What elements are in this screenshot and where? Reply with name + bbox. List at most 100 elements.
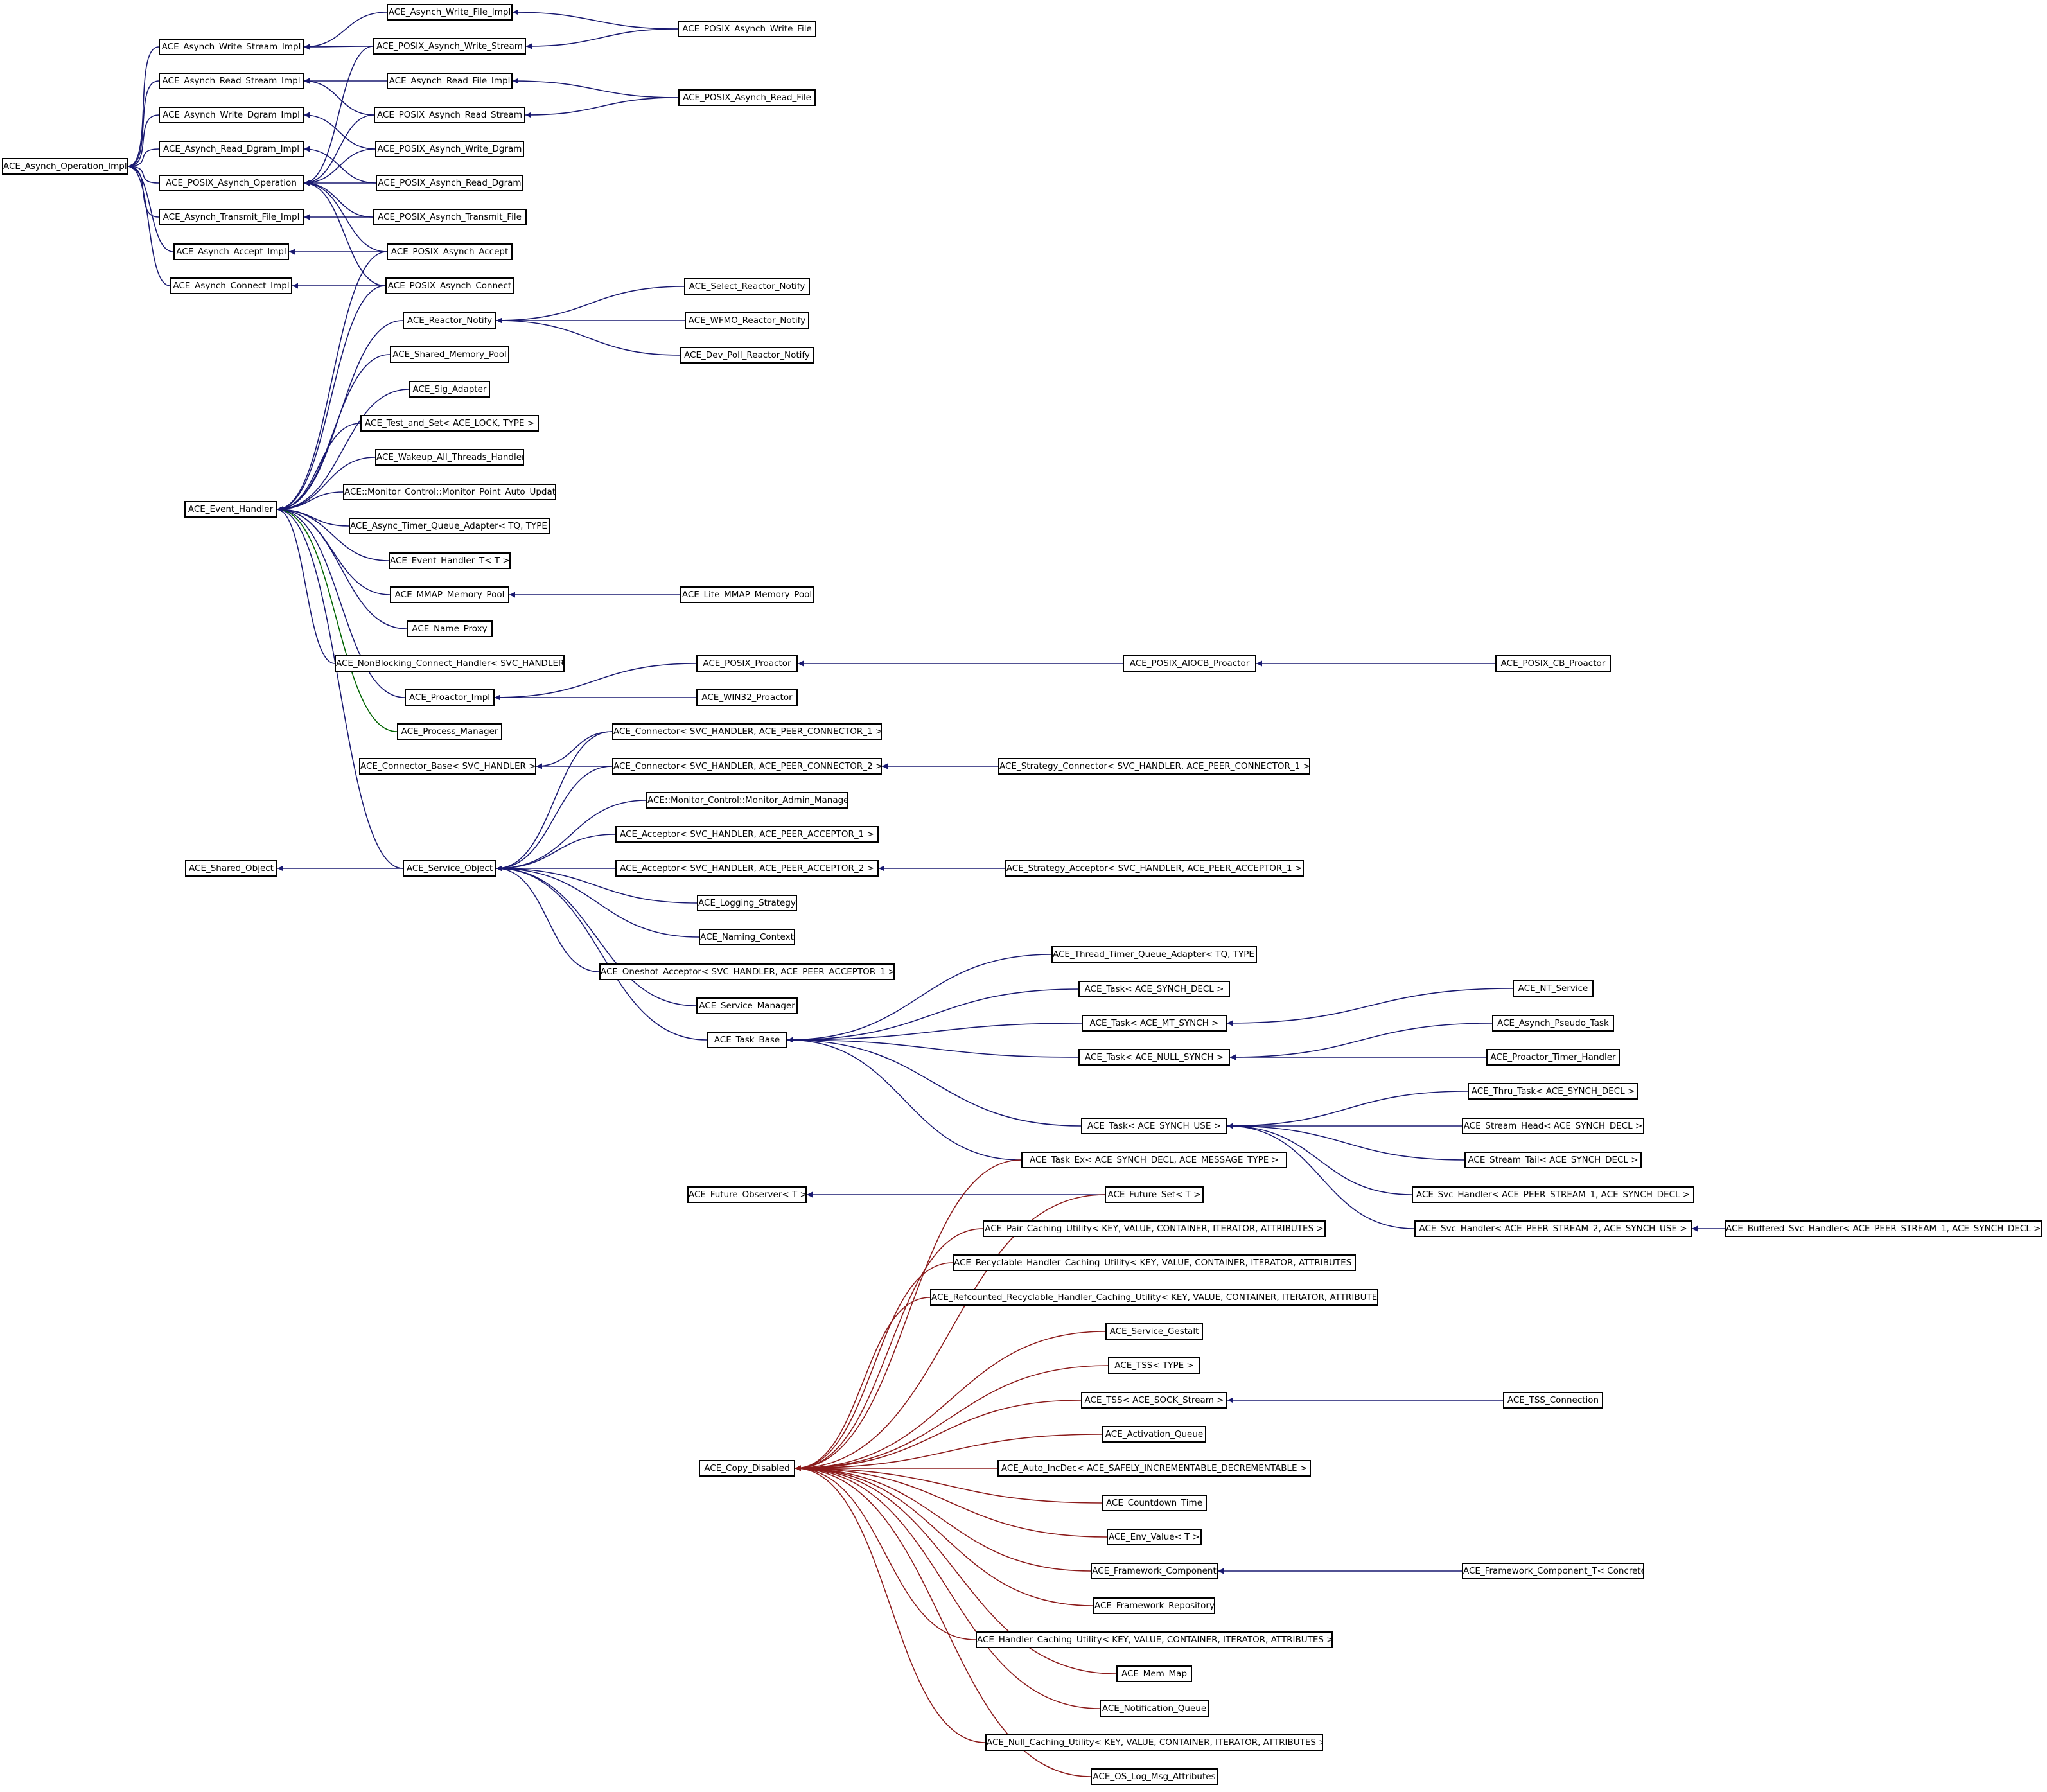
class-node-posix-asynch-read-file[interactable]: ACE_POSIX_Asynch_Read_File xyxy=(678,89,816,106)
class-node-task-null-synch[interactable]: ACE_Task< ACE_NULL_SYNCH > xyxy=(1078,1049,1230,1066)
class-node-activation-queue[interactable]: ACE_Activation_Queue xyxy=(1102,1426,1206,1443)
class-node-tss-sock-stream[interactable]: ACE_TSS< ACE_SOCK_Stream > xyxy=(1081,1392,1227,1409)
class-node-auto-incdec[interactable]: ACE_Auto_IncDec< ACE_SAFELY_INCREMENTABL… xyxy=(997,1460,1311,1477)
class-node-asynch-write-dgram-impl[interactable]: ACE_Asynch_Write_Dgram_Impl xyxy=(159,107,304,123)
class-node-asynch-read-dgram-impl[interactable]: ACE_Asynch_Read_Dgram_Impl xyxy=(159,141,304,157)
edge-thru_task-to-task_synch_use xyxy=(1227,1091,1468,1129)
class-node-posix-asynch-read-stream[interactable]: ACE_POSIX_Asynch_Read_Stream xyxy=(374,107,525,123)
class-node-connector-2[interactable]: ACE_Connector< SVC_HANDLER, ACE_PEER_CON… xyxy=(612,758,882,775)
class-node-connector-base[interactable]: ACE_Connector_Base< SVC_HANDLER > xyxy=(359,758,536,775)
class-node-pair-caching-utility[interactable]: ACE_Pair_Caching_Utility< KEY, VALUE, CO… xyxy=(983,1220,1326,1237)
class-node-select-reactor-notify[interactable]: ACE_Select_Reactor_Notify xyxy=(684,278,810,295)
class-node-naming-context[interactable]: ACE_Naming_Context xyxy=(699,929,795,945)
class-node-task-mt-synch[interactable]: ACE_Task< ACE_MT_SYNCH > xyxy=(1082,1015,1227,1032)
class-node-wakeup-all-threads-handler[interactable]: ACE_Wakeup_All_Threads_Handler xyxy=(375,449,524,466)
class-node-posix-asynch-write-file[interactable]: ACE_POSIX_Asynch_Write_File xyxy=(678,21,816,37)
class-node-oneshot-acceptor[interactable]: ACE_Oneshot_Acceptor< SVC_HANDLER, ACE_P… xyxy=(599,963,895,980)
class-node-countdown-time[interactable]: ACE_Countdown_Time xyxy=(1102,1495,1207,1511)
class-node-framework-component[interactable]: ACE_Framework_Component xyxy=(1091,1563,1218,1579)
class-node-thread-timer-queue-adapter[interactable]: ACE_Thread_Timer_Queue_Adapter< TQ, TYPE… xyxy=(1051,946,1257,963)
edge-naming_context-to-service_object xyxy=(496,865,699,938)
edge-posix_proactor-to-proactor_impl xyxy=(494,663,697,701)
class-node-wfmo-reactor-notify[interactable]: ACE_WFMO_Reactor_Notify xyxy=(685,312,809,329)
class-node-task-ex[interactable]: ACE_Task_Ex< ACE_SYNCH_DECL, ACE_MESSAGE… xyxy=(1021,1152,1287,1168)
class-node-asynch-read-file-impl[interactable]: ACE_Asynch_Read_File_Impl xyxy=(387,73,513,89)
class-node-env-value[interactable]: ACE_Env_Value< T > xyxy=(1107,1529,1202,1545)
class-node-recyclable-handler-caching-utility[interactable]: ACE_Recyclable_Handler_Caching_Utility< … xyxy=(953,1254,1356,1271)
class-node-logging-strategy[interactable]: ACE_Logging_Strategy xyxy=(697,895,797,911)
class-node-nt-service[interactable]: ACE_NT_Service xyxy=(1513,980,1594,997)
class-node-connector-1[interactable]: ACE_Connector< SVC_HANDLER, ACE_PEER_CON… xyxy=(612,723,882,740)
class-node-tss-connection[interactable]: ACE_TSS_Connection xyxy=(1503,1392,1603,1409)
class-node-posix-cb-proactor[interactable]: ACE_POSIX_CB_Proactor xyxy=(1495,655,1611,672)
class-node-monitor-admin-manager[interactable]: ACE::Monitor_Control::Monitor_Admin_Mana… xyxy=(646,792,848,809)
class-node-service-gestalt[interactable]: ACE_Service_Gestalt xyxy=(1105,1323,1203,1340)
class-node-os-log-msg-attributes[interactable]: ACE_OS_Log_Msg_Attributes xyxy=(1091,1768,1218,1785)
class-node-shared-memory-pool[interactable]: ACE_Shared_Memory_Pool xyxy=(390,346,509,363)
class-node-monitor-point-auto-updater[interactable]: ACE::Monitor_Control::Monitor_Point_Auto… xyxy=(343,484,556,500)
class-node-task-base[interactable]: ACE_Task_Base xyxy=(707,1032,787,1048)
class-node-stream-head[interactable]: ACE_Stream_Head< ACE_SYNCH_DECL > xyxy=(1462,1118,1644,1134)
edge-posix_asynch_write_file-to-posix_asynch_write_stream xyxy=(525,28,678,49)
class-node-framework-repository[interactable]: ACE_Framework_Repository xyxy=(1093,1597,1215,1614)
class-node-posix-aiocb-proactor[interactable]: ACE_POSIX_AIOCB_Proactor xyxy=(1123,655,1256,672)
class-node-win32-proactor[interactable]: ACE_WIN32_Proactor xyxy=(696,689,798,706)
class-node-event-handler[interactable]: ACE_Event_Handler xyxy=(184,501,277,518)
class-node-framework-component-t[interactable]: ACE_Framework_Component_T< Concrete > xyxy=(1462,1563,1644,1579)
class-node-proactor-timer-handler[interactable]: ACE_Proactor_Timer_Handler xyxy=(1486,1049,1620,1066)
class-node-thru-task[interactable]: ACE_Thru_Task< ACE_SYNCH_DECL > xyxy=(1468,1083,1638,1100)
class-node-buffered-svc-handler[interactable]: ACE_Buffered_Svc_Handler< ACE_PEER_STREA… xyxy=(1725,1220,2042,1237)
class-node-task-synch-decl[interactable]: ACE_Task< ACE_SYNCH_DECL > xyxy=(1078,981,1230,997)
class-node-asynch-pseudo-task[interactable]: ACE_Asynch_Pseudo_Task xyxy=(1492,1015,1614,1032)
class-node-posix-asynch-write-stream[interactable]: ACE_POSIX_Asynch_Write_Stream xyxy=(373,38,526,55)
class-node-notification-queue[interactable]: ACE_Notification_Queue xyxy=(1100,1700,1209,1717)
class-node-asynch-transmit-file-impl[interactable]: ACE_Asynch_Transmit_File_Impl xyxy=(159,209,304,225)
class-node-posix-proactor[interactable]: ACE_POSIX_Proactor xyxy=(696,655,798,672)
class-node-strategy-acceptor[interactable]: ACE_Strategy_Acceptor< SVC_HANDLER, ACE_… xyxy=(1005,860,1304,877)
edge-posix_asynch_connect-to-event_handler xyxy=(276,285,386,513)
class-node-asynch-write-stream-impl[interactable]: ACE_Asynch_Write_Stream_Impl xyxy=(159,39,304,55)
class-node-acceptor-1[interactable]: ACE_Acceptor< SVC_HANDLER, ACE_PEER_ACCE… xyxy=(615,826,879,843)
class-node-stream-tail[interactable]: ACE_Stream_Tail< ACE_SYNCH_DECL > xyxy=(1464,1152,1642,1168)
class-node-event-handler-t[interactable]: ACE_Event_Handler_T< T > xyxy=(389,552,511,569)
class-node-posix-asynch-write-dgram[interactable]: ACE_POSIX_Asynch_Write_Dgram xyxy=(375,141,524,157)
class-node-handler-caching-utility[interactable]: ACE_Handler_Caching_Utility< KEY, VALUE,… xyxy=(976,1631,1333,1648)
class-node-future-set[interactable]: ACE_Future_Set< T > xyxy=(1105,1186,1204,1203)
class-node-posix-asynch-operation[interactable]: ACE_POSIX_Asynch_Operation xyxy=(159,175,304,191)
class-node-posix-asynch-read-dgram[interactable]: ACE_POSIX_Asynch_Read_Dgram xyxy=(376,175,523,191)
class-node-acceptor-2[interactable]: ACE_Acceptor< SVC_HANDLER, ACE_PEER_ACCE… xyxy=(615,860,879,877)
class-node-lite-mmap-memory-pool[interactable]: ACE_Lite_MMAP_Memory_Pool xyxy=(680,586,814,603)
class-node-test-and-set[interactable]: ACE_Test_and_Set< ACE_LOCK, TYPE > xyxy=(360,415,539,432)
class-node-sig-adapter[interactable]: ACE_Sig_Adapter xyxy=(409,381,490,398)
class-node-service-manager[interactable]: ACE_Service_Manager xyxy=(696,997,798,1014)
class-node-asynch-connect-impl[interactable]: ACE_Asynch_Connect_Impl xyxy=(170,277,292,294)
class-node-proactor-impl[interactable]: ACE_Proactor_Impl xyxy=(405,689,495,706)
class-node-posix-asynch-transmit-file[interactable]: ACE_POSIX_Asynch_Transmit_File xyxy=(373,209,527,225)
class-node-asynch-operation-impl[interactable]: ACE_Asynch_Operation_Impl xyxy=(2,158,128,175)
class-node-nonblocking-connect-handler[interactable]: ACE_NonBlocking_Connect_Handler< SVC_HAN… xyxy=(335,655,565,672)
class-node-name-proxy[interactable]: ACE_Name_Proxy xyxy=(407,620,493,637)
class-node-reactor-notify[interactable]: ACE_Reactor_Notify xyxy=(403,312,496,329)
edge-recyclable_handler_caching_utility-to-copy_disabled xyxy=(795,1262,953,1471)
class-node-service-object[interactable]: ACE_Service_Object xyxy=(403,860,496,877)
class-node-future-observer[interactable]: ACE_Future_Observer< T > xyxy=(687,1186,807,1203)
class-node-svc-handler-1[interactable]: ACE_Svc_Handler< ACE_PEER_STREAM_1, ACE_… xyxy=(1412,1186,1694,1203)
class-node-asynch-read-stream-impl[interactable]: ACE_Asynch_Read_Stream_Impl xyxy=(159,73,304,89)
class-node-asynch-accept-impl[interactable]: ACE_Asynch_Accept_Impl xyxy=(173,243,289,260)
class-node-async-timer-queue-adapter[interactable]: ACE_Async_Timer_Queue_Adapter< TQ, TYPE … xyxy=(349,518,550,534)
class-node-null-caching-utility[interactable]: ACE_Null_Caching_Utility< KEY, VALUE, CO… xyxy=(985,1734,1323,1751)
class-node-asynch-write-file-impl[interactable]: ACE_Asynch_Write_File_Impl xyxy=(387,4,513,21)
class-node-refcounted-recyclable-handler-caching-utility[interactable]: ACE_Refcounted_Recyclable_Handler_Cachin… xyxy=(930,1289,1378,1306)
class-node-strategy-connector[interactable]: ACE_Strategy_Connector< SVC_HANDLER, ACE… xyxy=(998,758,1310,775)
class-node-mmap-memory-pool[interactable]: ACE_MMAP_Memory_Pool xyxy=(390,586,509,603)
class-node-posix-asynch-accept[interactable]: ACE_POSIX_Asynch_Accept xyxy=(387,243,513,260)
class-node-task-synch-use[interactable]: ACE_Task< ACE_SYNCH_USE > xyxy=(1081,1118,1227,1134)
class-node-posix-asynch-connect[interactable]: ACE_POSIX_Asynch_Connect xyxy=(385,277,514,294)
class-node-tss-type[interactable]: ACE_TSS< TYPE > xyxy=(1108,1357,1200,1374)
class-node-dev-poll-reactor-notify[interactable]: ACE_Dev_Poll_Reactor_Notify xyxy=(680,347,814,364)
class-node-mem-map[interactable]: ACE_Mem_Map xyxy=(1116,1665,1192,1682)
class-node-process-manager[interactable]: ACE_Process_Manager xyxy=(397,723,502,740)
class-node-svc-handler-2[interactable]: ACE_Svc_Handler< ACE_PEER_STREAM_2, ACE_… xyxy=(1414,1220,1692,1237)
class-node-shared-object[interactable]: ACE_Shared_Object xyxy=(185,860,277,877)
class-node-copy-disabled[interactable]: ACE_Copy_Disabled xyxy=(699,1460,795,1477)
